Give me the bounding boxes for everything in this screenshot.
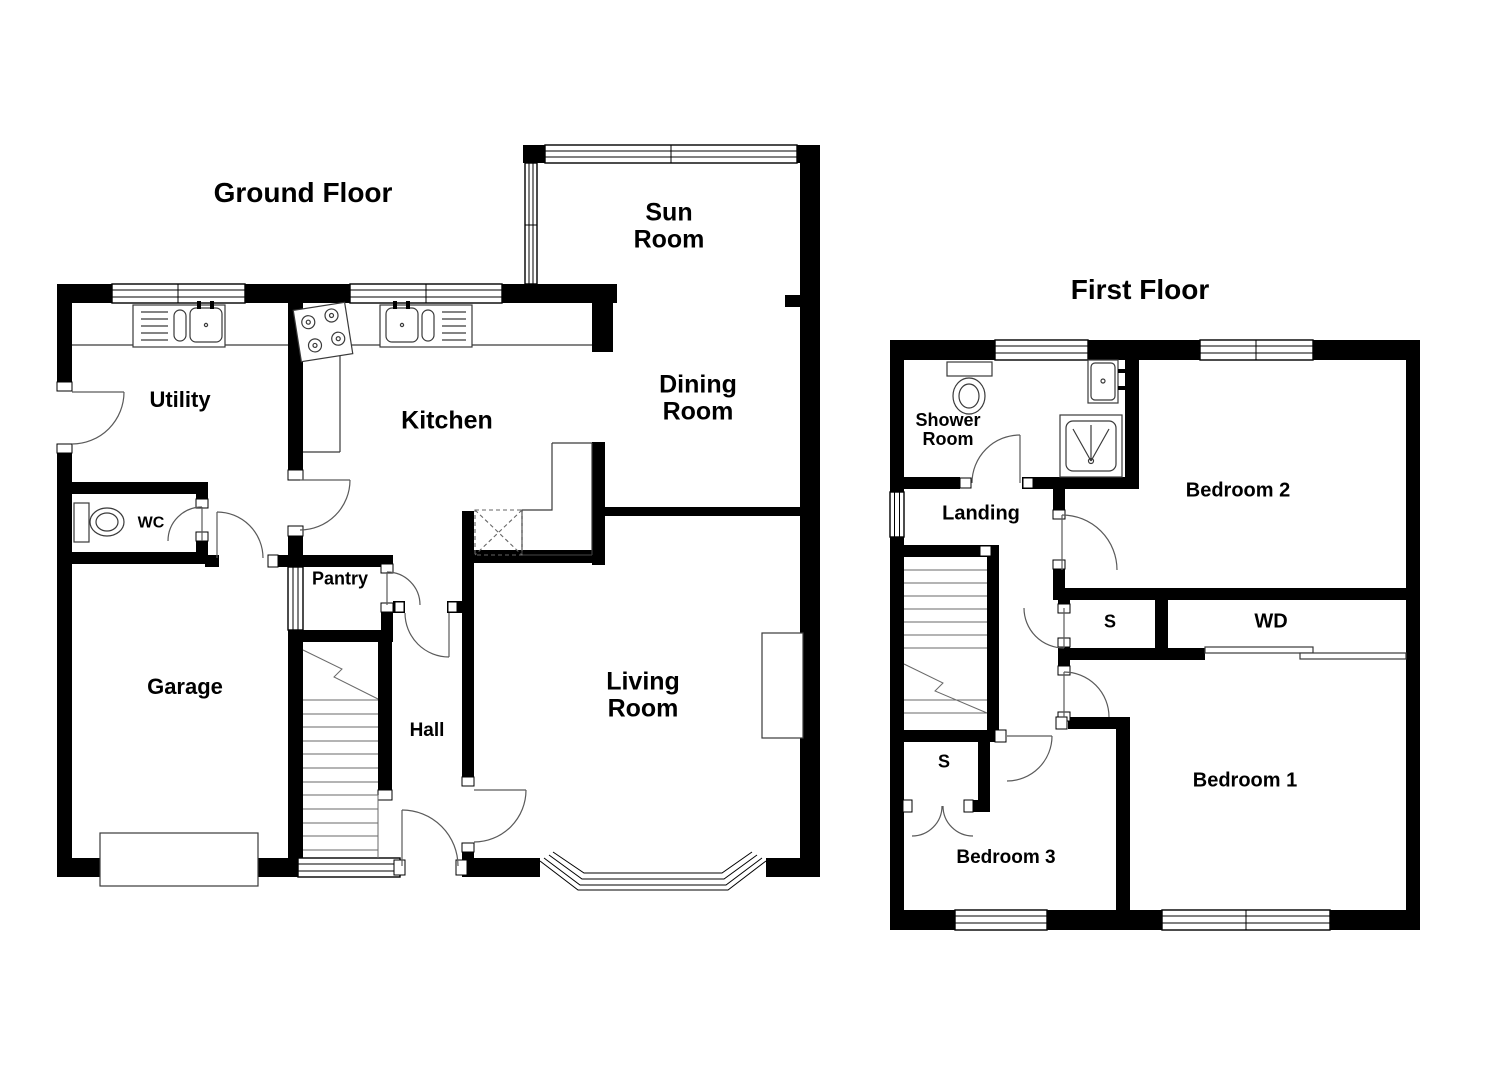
wc-door <box>167 506 203 542</box>
first-floor-fixtures <box>946 359 1407 660</box>
utility-kitchen-door <box>299 479 351 531</box>
toilet-icon <box>946 361 993 415</box>
label-storage-2: S <box>937 751 951 772</box>
first-floor-walls <box>890 340 1420 930</box>
bedroom-2-window <box>1199 339 1314 361</box>
ground-floor-doors <box>71 391 527 867</box>
label-wardrobe: WD <box>1254 610 1288 633</box>
kitchen-counter <box>303 344 592 453</box>
kitchen-corner-counter <box>521 442 593 556</box>
sun-room-side-window <box>524 162 538 285</box>
ground-floor-title: Ground Floor <box>213 177 393 209</box>
bedroom-2-door <box>1061 514 1118 571</box>
bedroom-3-window <box>954 909 1048 931</box>
label-shower-room: Shower Room <box>915 409 981 449</box>
bedroom-1-door <box>1063 671 1110 718</box>
first-floor-doors <box>911 434 1118 837</box>
label-hall: Hall <box>409 719 445 741</box>
label-dining-room: Dining Room <box>659 370 737 425</box>
first-floor-stairs <box>903 569 988 714</box>
bedroom-3-door <box>1006 735 1053 782</box>
pantry-window <box>287 566 304 631</box>
bay-window <box>539 851 767 891</box>
label-wc: WC <box>137 514 165 532</box>
bedroom-1-window <box>1161 909 1331 931</box>
utility-window <box>111 283 246 304</box>
shower-icon <box>1059 414 1123 478</box>
appliance-space <box>474 509 523 556</box>
stairwell-window <box>297 857 401 878</box>
living-room-door <box>473 789 527 843</box>
ground-floor-plan <box>56 144 820 891</box>
garage-door <box>99 832 259 887</box>
basin-icon <box>1087 359 1126 404</box>
ground-floor-stairs <box>302 649 379 858</box>
sun-room-top-window <box>544 144 798 164</box>
ground-floor-windows <box>111 144 798 891</box>
shower-room-window <box>994 339 1089 361</box>
label-utility: Utility <box>149 387 211 413</box>
wardrobe-sliding-doors <box>1204 646 1407 660</box>
first-floor-plan <box>889 339 1420 931</box>
label-bedroom-1: Bedroom 1 <box>1192 769 1298 792</box>
kitchen-window <box>349 283 503 304</box>
label-sun-room: Sun Room <box>633 198 705 253</box>
hob-icon <box>292 301 354 363</box>
storage-2-doors <box>911 805 974 837</box>
shower-room-door <box>971 434 1021 484</box>
label-living-room: Living Room <box>606 667 680 722</box>
fireplace <box>761 632 804 739</box>
ground-floor-walls <box>57 145 820 877</box>
pantry-door <box>386 571 421 606</box>
label-storage-1: S <box>1103 611 1117 632</box>
utility-side-door <box>71 391 125 445</box>
ground-floor-fixtures <box>72 301 804 887</box>
wc-toilet-icon <box>73 502 125 543</box>
label-landing: Landing <box>942 502 1020 525</box>
kitchen-sink <box>379 301 473 348</box>
storage-1-door <box>1023 607 1065 649</box>
utility-counter <box>72 301 288 348</box>
kitchen-hall-door <box>404 612 450 658</box>
label-bedroom-2: Bedroom 2 <box>1185 479 1291 502</box>
label-kitchen: Kitchen <box>401 406 493 435</box>
first-floor-title: First Floor <box>1070 274 1210 306</box>
landing-window <box>889 491 905 538</box>
label-garage: Garage <box>147 674 223 700</box>
front-door <box>401 809 459 867</box>
label-bedroom-3: Bedroom 3 <box>956 846 1056 868</box>
garage-door-internal <box>216 511 264 559</box>
ground-floor-door-jambs <box>56 381 475 876</box>
first-floor-windows <box>889 339 1331 931</box>
label-pantry: Pantry <box>311 568 369 589</box>
